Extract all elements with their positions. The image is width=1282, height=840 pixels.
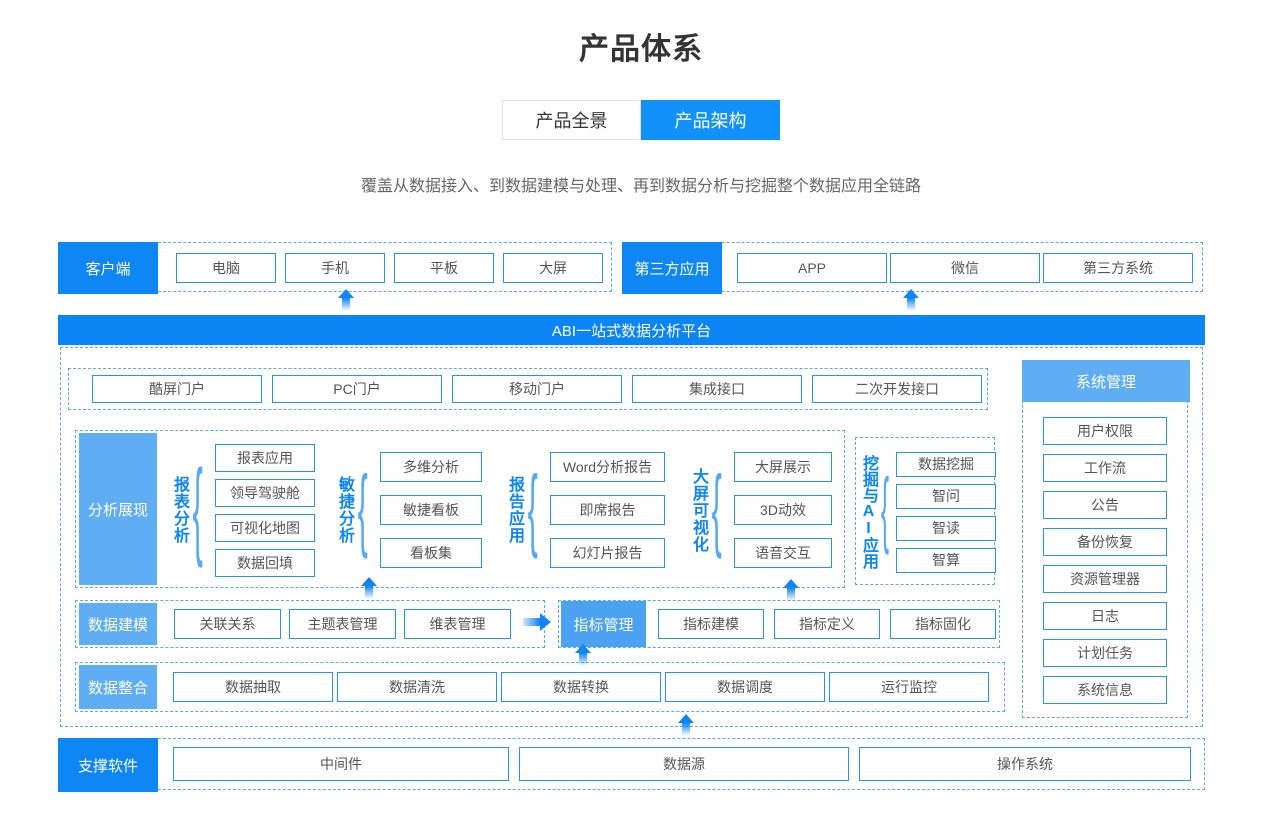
sysmgmt-section-label: 系统管理: [1022, 360, 1190, 402]
metrics-item: 指标建模: [658, 609, 764, 639]
modeling-item: 维表管理: [404, 609, 511, 639]
sysmgmt-item: 工作流: [1043, 454, 1167, 482]
thirdparty-item: 微信: [890, 253, 1040, 283]
metrics-item: 指标定义: [774, 609, 880, 639]
mining-item: 智问: [896, 483, 996, 509]
sysmgmt-item: 日志: [1043, 602, 1167, 630]
metrics-section: 指标管理 指标建模 指标定义 指标固化: [558, 600, 1000, 648]
integration-item: 数据转换: [501, 672, 661, 702]
analysis-item: 可视化地图: [215, 513, 315, 542]
brace-icon: [354, 493, 372, 527]
integration-section-label: 数据整合: [79, 665, 157, 709]
analysis-item: 敏捷看板: [380, 495, 482, 525]
brace-icon: [708, 493, 726, 527]
tab-product-panorama[interactable]: 产品全景: [502, 100, 641, 140]
portal-item: 集成接口: [632, 375, 802, 403]
analysis-item: 即席报告: [550, 495, 665, 525]
metrics-section-label: 指标管理: [561, 601, 646, 647]
group-label: 挖掘与AI应用: [860, 455, 877, 569]
portal-item: PC门户: [272, 375, 442, 403]
support-section-label: 支撑软件: [58, 738, 158, 792]
up-arrow-icon: [361, 577, 377, 600]
analysis-section-label: 分析展现: [79, 433, 157, 585]
analysis-item: 领导驾驶舱: [215, 478, 315, 507]
up-arrow-icon: [338, 289, 354, 312]
client-item: 手机: [285, 253, 385, 283]
sysmgmt-section: 系统管理 用户权限 工作流 公告 备份恢复 资源管理器 日志 计划任务 系统信息: [1022, 360, 1190, 718]
group-label: 报表分析: [171, 476, 188, 544]
up-arrow-icon: [783, 579, 799, 602]
support-item: 中间件: [173, 747, 509, 781]
analysis-item: 看板集: [380, 538, 482, 568]
support-item: 操作系统: [859, 747, 1191, 781]
analysis-item: Word分析报告: [550, 452, 665, 482]
analysis-item: 语音交互: [734, 538, 832, 568]
sysmgmt-item: 用户权限: [1043, 417, 1167, 445]
support-item: 数据源: [519, 747, 849, 781]
platform-container: [60, 347, 1203, 727]
analysis-item: 3D动效: [734, 495, 832, 525]
thirdparty-section: 第三方应用 APP 微信 第三方系统: [622, 242, 1203, 294]
page-title: 产品体系: [579, 33, 703, 66]
mining-item: 智读: [896, 515, 996, 541]
integration-item: 运行监控: [829, 672, 989, 702]
thirdparty-item: APP: [737, 253, 887, 283]
client-section: 客户端 电脑 手机 平板 大屏: [58, 242, 612, 294]
sysmgmt-item: 公告: [1043, 491, 1167, 519]
group-report-analysis: 报表分析 报表应用 领导驾驶舱 可视化地图 数据回填: [169, 442, 315, 578]
modeling-item: 主题表管理: [289, 609, 396, 639]
analysis-item: 数据回填: [215, 548, 315, 577]
thirdparty-item: 第三方系统: [1043, 253, 1193, 283]
sysmgmt-item: 计划任务: [1043, 639, 1167, 667]
group-mining-ai: 挖掘与AI应用 数据挖掘 智问 智读 智算: [855, 437, 996, 585]
analysis-item: 报表应用: [215, 443, 315, 472]
integration-item: 数据调度: [665, 672, 825, 702]
tab-bar: 产品全景 产品架构: [502, 100, 780, 140]
brace-icon: [524, 493, 542, 527]
modeling-section-label: 数据建模: [79, 603, 157, 645]
platform-banner: ABI一站式数据分析平台: [58, 315, 1205, 345]
modeling-item: 关联关系: [174, 609, 281, 639]
group-screen-visualization: 大屏可视化 大屏展示 3D动效 语音交互: [688, 442, 832, 578]
integration-item: 数据抽取: [173, 672, 333, 702]
group-agile-analysis: 敏捷分析 多维分析 敏捷看板 看板集: [334, 442, 482, 578]
right-arrow-icon: [523, 613, 551, 631]
brace-icon: [189, 493, 207, 527]
portal-item: 移动门户: [452, 375, 622, 403]
group-label: 敏捷分析: [336, 476, 353, 544]
modeling-section: 数据建模 关联关系 主题表管理 维表管理: [75, 600, 545, 648]
brace-icon: [878, 497, 892, 527]
analysis-item: 幻灯片报告: [550, 538, 665, 568]
integration-item: 数据清洗: [337, 672, 497, 702]
client-item: 大屏: [503, 253, 603, 283]
group-label: 报告应用: [506, 476, 523, 544]
portal-item: 酷屏门户: [92, 375, 262, 403]
analysis-item: 大屏展示: [734, 452, 832, 482]
up-arrow-icon: [678, 714, 694, 737]
metrics-item: 指标固化: [890, 609, 996, 639]
page-subtitle: 覆盖从数据接入、到数据建模与处理、再到数据分析与挖掘整个数据应用全链路: [360, 178, 921, 195]
client-item: 平板: [394, 253, 494, 283]
group-label: 大屏可视化: [690, 467, 707, 553]
portal-item: 二次开发接口: [812, 375, 982, 403]
up-arrow-icon: [575, 644, 591, 666]
sysmgmt-item: 系统信息: [1043, 676, 1167, 704]
client-item: 电脑: [176, 253, 276, 283]
sysmgmt-item: 备份恢复: [1043, 528, 1167, 556]
client-section-label: 客户端: [58, 242, 158, 294]
portal-row: 酷屏门户 PC门户 移动门户 集成接口 二次开发接口: [68, 368, 988, 410]
support-section: 支撑软件 中间件 数据源 操作系统: [58, 738, 1205, 792]
group-report-app: 报告应用 Word分析报告 即席报告 幻灯片报告: [504, 442, 665, 578]
up-arrow-icon: [903, 289, 919, 312]
mining-item: 数据挖掘: [896, 451, 996, 477]
tab-product-architecture[interactable]: 产品架构: [641, 100, 780, 140]
sysmgmt-item: 资源管理器: [1043, 565, 1167, 593]
thirdparty-section-label: 第三方应用: [622, 242, 722, 294]
analysis-item: 多维分析: [380, 452, 482, 482]
integration-section: 数据整合 数据抽取 数据清洗 数据转换 数据调度 运行监控: [75, 662, 1005, 712]
analysis-section: 分析展现 报表分析 报表应用 领导驾驶舱 可视化地图 数据回填 敏捷分析 多维分…: [75, 430, 845, 588]
mining-item: 智算: [896, 547, 996, 573]
